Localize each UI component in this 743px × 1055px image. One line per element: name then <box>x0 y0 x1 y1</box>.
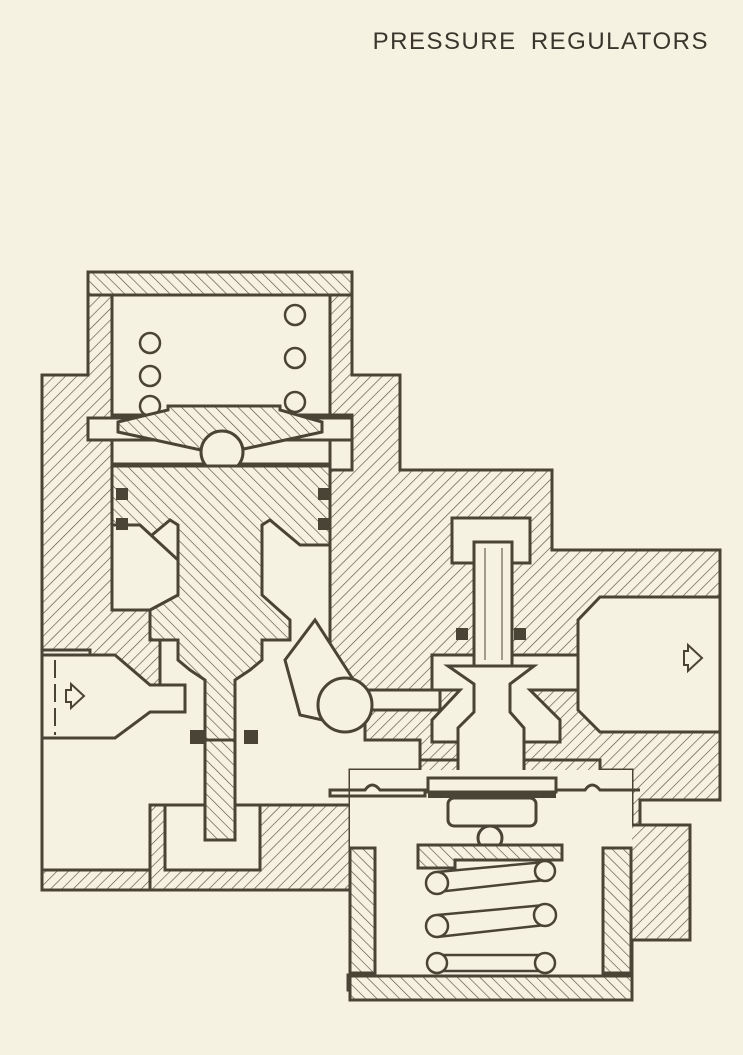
main-valve-stem <box>472 540 514 669</box>
retaining-nut <box>446 796 538 828</box>
lower-spring-seat <box>416 843 564 870</box>
outlet-flow-arrow-icon <box>683 642 704 674</box>
lower-chamber-left-wall <box>348 846 377 975</box>
inlet-flow-arrow-icon <box>65 681 86 711</box>
lower-cap <box>348 974 634 1002</box>
inlet-port <box>40 653 187 740</box>
lower-chamber-right-wall <box>601 846 633 975</box>
upper-diaphragm-plate <box>116 404 324 454</box>
page-header: PRESSURE REGULATORS <box>372 28 709 55</box>
lower-diaphragm <box>328 783 640 798</box>
lower-spring-icon <box>424 859 558 975</box>
upper-cap <box>86 270 354 297</box>
upper-spring-icon <box>138 303 307 418</box>
diaphragm-retainer <box>426 776 558 794</box>
passage-ball <box>316 676 374 734</box>
piston-left-cavity <box>110 523 180 612</box>
outlet-port <box>576 595 722 734</box>
o-ring-seals <box>116 488 526 744</box>
